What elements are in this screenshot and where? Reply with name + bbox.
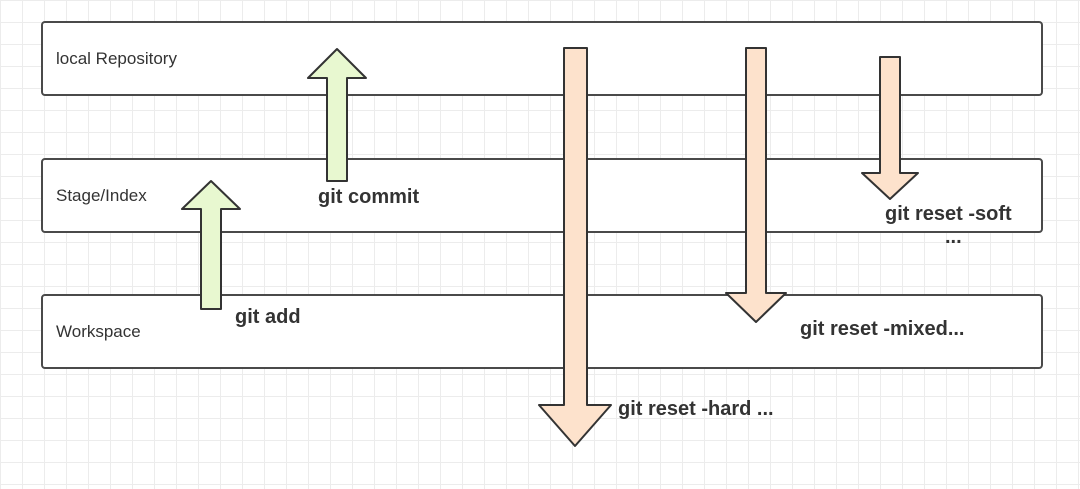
git-reset-mixed-arrow <box>725 47 787 323</box>
git-commit-arrow <box>307 48 367 182</box>
git-commit-label: git commit <box>318 186 420 208</box>
git-reset-soft-label: git reset -soft <box>885 203 1012 225</box>
git-reset-hard-label: git reset -hard ... <box>618 398 774 420</box>
git-reset-soft-ellipsis: ... <box>945 226 962 248</box>
workspace-label: Workspace <box>56 321 141 341</box>
local-repository-label: local Repository <box>56 48 177 68</box>
stage-index-label: Stage/Index <box>56 185 147 205</box>
git-reset-soft-arrow <box>861 56 919 200</box>
git-add-label: git add <box>235 306 301 328</box>
git-reset-hard-arrow <box>538 47 612 447</box>
git-add-arrow <box>181 180 241 310</box>
git-reset-mixed-label: git reset -mixed... <box>800 318 965 340</box>
local-repository-lane: local Repository <box>41 21 1043 96</box>
